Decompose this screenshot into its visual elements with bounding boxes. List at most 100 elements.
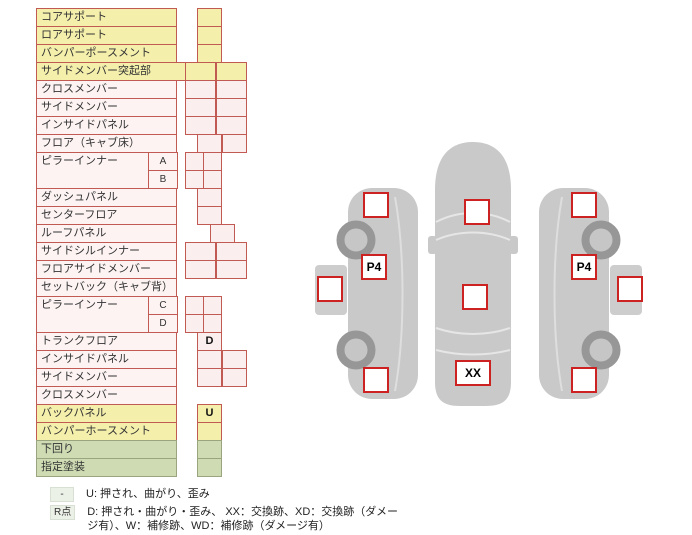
part-label: 指定塗装	[36, 458, 177, 477]
frame-row: ロアサポート	[36, 26, 286, 45]
legend-text-d: D: 押され・曲がり・歪み、 XX：交換跡、XD：交換跡（ダメージ有）、W：補修…	[87, 506, 398, 532]
part-label: コアサポート	[36, 8, 177, 27]
damage-cell[interactable]	[197, 8, 222, 27]
marker-left-rear-square[interactable]	[363, 367, 389, 393]
part-label: フロア（キャブ床）	[36, 134, 177, 153]
damage-cell[interactable]	[216, 242, 247, 261]
damage-cell[interactable]	[222, 368, 247, 387]
damage-cell[interactable]	[210, 224, 235, 243]
damage-cell[interactable]	[185, 242, 216, 261]
pillar-section-label: B	[148, 170, 178, 189]
damage-cell[interactable]	[197, 206, 222, 225]
marker-left-front-square[interactable]	[363, 192, 389, 218]
damage-cell[interactable]	[197, 368, 222, 387]
part-label: センターフロア	[36, 206, 177, 225]
part-label: ルーフパネル	[36, 224, 177, 243]
frame-damage-table: コアサポートロアサポートバンパーポースメントサイドメンバー突起部クロスメンバーサ…	[36, 8, 286, 477]
damage-cell[interactable]	[185, 116, 216, 135]
damage-cell[interactable]	[216, 260, 247, 279]
part-label: インサイドパネル	[36, 116, 177, 135]
frame-row: バックパネル U	[36, 404, 286, 423]
damage-cell[interactable]	[185, 170, 204, 189]
wheel-rear-icon	[581, 330, 621, 370]
pillar-section-label: C	[148, 296, 178, 315]
damage-cell[interactable]	[185, 296, 204, 315]
part-label: サイドメンバー突起部	[36, 62, 186, 81]
wheel-front-icon	[336, 220, 376, 260]
damage-cell[interactable]	[222, 350, 247, 369]
damage-cell[interactable]	[197, 458, 222, 477]
part-label: クロスメンバー	[36, 80, 177, 99]
damage-cell[interactable]	[203, 296, 222, 315]
damage-cell[interactable]	[185, 314, 204, 333]
damage-cell[interactable]	[197, 134, 222, 153]
damage-cell[interactable]	[216, 80, 247, 99]
damage-cell[interactable]	[185, 152, 204, 171]
damage-cell[interactable]: U	[197, 404, 222, 423]
legend-row-rpoint: R点 D: 押され・曲がり・歪み、 XX：交換跡、XD：交換跡（ダメージ有）、W…	[50, 505, 470, 533]
frame-row: フロア（キャブ床）	[36, 134, 286, 153]
legend-text-u: U: 押され、曲がり、歪み	[86, 488, 210, 500]
damage-cell[interactable]	[203, 170, 222, 189]
pillar-section-label: A	[148, 152, 178, 171]
frame-row: ダッシュパネル	[36, 188, 286, 207]
legend: - U: 押され、曲がり、歪み R点 D: 押され・曲がり・歪み、 XX：交換跡…	[50, 487, 470, 535]
damage-cell[interactable]	[185, 98, 216, 117]
damage-cell[interactable]	[197, 422, 222, 441]
frame-row: 指定塗装	[36, 458, 286, 477]
rear-window-line	[435, 327, 511, 335]
damage-cell[interactable]	[216, 98, 247, 117]
pillar-section-label: D	[148, 314, 178, 333]
roof-front-line	[435, 231, 511, 241]
damage-cell[interactable]	[197, 350, 222, 369]
frame-row: バンパーホースメント	[36, 422, 286, 441]
part-label: バンパーポースメント	[36, 44, 177, 63]
frame-row: セットバック（キャブ背）	[36, 278, 286, 297]
damage-cell[interactable]	[216, 62, 247, 81]
wheel-front-icon	[581, 220, 621, 260]
frame-row: サイドメンバー	[36, 368, 286, 387]
damage-cell[interactable]	[222, 134, 247, 153]
marker-right-p4-square[interactable]: P4	[571, 254, 597, 280]
damage-cell[interactable]	[185, 80, 216, 99]
marker-top-middle-square[interactable]	[462, 284, 488, 310]
marker-right-rear-square[interactable]	[571, 367, 597, 393]
damage-cell[interactable]	[185, 260, 216, 279]
part-label: バックパネル	[36, 404, 177, 423]
frame-row: サイドメンバー	[36, 98, 286, 117]
damage-cell[interactable]	[216, 116, 247, 135]
damage-cell[interactable]: D	[197, 332, 222, 351]
marker-top-front-square[interactable]	[464, 199, 490, 225]
damage-cell[interactable]	[203, 314, 222, 333]
marker-right-front-square[interactable]	[571, 192, 597, 218]
frame-row: サイドメンバー突起部	[36, 62, 286, 81]
damage-cell[interactable]	[197, 44, 222, 63]
frame-row: フロアサイドメンバー	[36, 260, 286, 279]
window-line	[394, 196, 404, 392]
damage-cell[interactable]	[197, 26, 222, 45]
part-label: サイドシルインナー	[36, 242, 177, 261]
mirror-left-icon	[428, 236, 437, 254]
frame-row: バンパーポースメント	[36, 44, 286, 63]
frame-row: クロスメンバー	[36, 386, 286, 405]
marker-left-door-square[interactable]	[317, 276, 343, 302]
damage-cell[interactable]	[203, 152, 222, 171]
marker-top-rear-xx-square[interactable]: XX	[455, 360, 491, 386]
frame-row: インサイドパネル	[36, 116, 286, 135]
mirror-right-icon	[509, 236, 518, 254]
part-label: 下回り	[36, 440, 177, 459]
damage-cell[interactable]	[185, 62, 216, 81]
part-label: インサイドパネル	[36, 350, 177, 369]
part-label: サイドメンバー	[36, 368, 177, 387]
marker-right-door-square[interactable]	[617, 276, 643, 302]
frame-row: 下回り	[36, 440, 286, 459]
damage-cell[interactable]	[197, 440, 222, 459]
wheel-rear-icon	[336, 330, 376, 370]
legend-row-u: - U: 押され、曲がり、歪み	[50, 487, 470, 502]
marker-left-p4-square[interactable]: P4	[361, 254, 387, 280]
damage-cell[interactable]	[197, 188, 222, 207]
part-label: セットバック（キャブ背）	[36, 278, 177, 297]
part-label: ピラーインナー	[36, 296, 149, 333]
